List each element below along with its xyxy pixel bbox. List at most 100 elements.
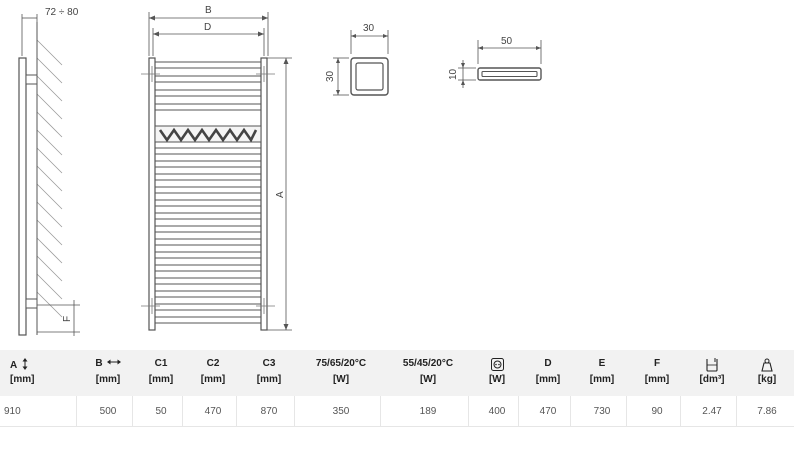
column-header-label: A [10, 358, 82, 373]
table-cell-f: 90 [651, 406, 663, 417]
column-divider [294, 396, 295, 426]
column-unit-label: [mm] [256, 374, 282, 385]
column-divider [236, 396, 237, 426]
table-cell-p55: 189 [419, 406, 437, 417]
column-header-v: [dm³] [684, 350, 740, 396]
dimension-F-label: F [62, 316, 73, 322]
table-cell-p75: 350 [332, 406, 350, 417]
table-cell-pe: 400 [488, 406, 506, 417]
column-divider [570, 396, 571, 426]
column-header-text: D [544, 358, 552, 369]
column-header-w: [kg] [740, 350, 794, 396]
square-profile-outer [350, 57, 389, 96]
column-unit-label: [W] [488, 374, 506, 385]
column-divider [76, 396, 77, 426]
column-header-c1: C1 [mm] [136, 350, 186, 396]
column-unit-label: [W] [332, 374, 350, 385]
table-cell-c3: 870 [260, 406, 278, 417]
column-divider [736, 396, 737, 426]
dimension-D-label: D [204, 22, 211, 33]
column-unit-label: [mm] [95, 374, 121, 385]
top-bracket [25, 74, 38, 85]
side-view [18, 14, 80, 336]
column-divider [380, 396, 381, 426]
vertical-arrows-icon [21, 358, 29, 373]
electric-heater-icon [490, 358, 504, 374]
table-bottom-divider [0, 426, 794, 427]
heating-coil [158, 127, 258, 143]
table-cell-e: 730 [593, 406, 611, 417]
column-unit-label: [mm] [200, 374, 226, 385]
flat-profile-width-label: 50 [501, 36, 513, 47]
column-header-text: F [653, 358, 661, 369]
column-header-text: E [598, 358, 606, 369]
square-profile-inner [355, 62, 384, 91]
column-header-text: C1 [154, 358, 168, 369]
column-unit-label: [mm] [535, 374, 561, 385]
column-header-text: 75/65/20°C [315, 358, 367, 369]
radiator-side-profile [18, 57, 27, 336]
water-volume-icon [706, 358, 718, 375]
column-header-label: F [630, 358, 684, 369]
left-post [148, 57, 156, 331]
column-header-text: 55/45/20°C [402, 358, 454, 369]
bottom-bracket [25, 298, 38, 309]
column-unit-label: [mm] [589, 374, 615, 385]
table-cell-c2: 470 [204, 406, 222, 417]
column-header-d: D [mm] [522, 350, 574, 396]
column-header-label: 55/45/20°C [384, 358, 472, 369]
column-divider [182, 396, 183, 426]
horizontal-arrows-icon [106, 358, 121, 369]
table-header-row: A[mm]B[mm]C1[mm]C2[mm]C3[mm]75/65/20°C[W… [0, 350, 794, 396]
table-cell-b: 500 [99, 406, 117, 417]
table-cell-a: 910 [4, 406, 21, 417]
column-header-a: A[mm] [10, 350, 82, 396]
right-post [260, 57, 268, 331]
specification-table: A[mm]B[mm]C1[mm]C2[mm]C3[mm]75/65/20°C[W… [0, 342, 794, 452]
flat-profile-inner [481, 70, 538, 78]
table-cell-c1: 50 [155, 406, 167, 417]
column-header-label: B [80, 358, 136, 369]
column-header-label: C3 [240, 358, 298, 369]
table-cell-w: 7.86 [757, 406, 777, 417]
flat-profile-section [458, 40, 542, 88]
column-header-text: A [10, 360, 18, 372]
column-header-text: C2 [206, 358, 220, 369]
column-header-p55: 55/45/20°C [W] [384, 350, 472, 396]
column-unit-label: [dm³] [699, 374, 725, 385]
square-profile-width-label: 30 [363, 23, 375, 34]
column-header-c3: C3 [mm] [240, 350, 298, 396]
flat-profile-height-label: 10 [448, 68, 459, 80]
wall-hatching [36, 39, 63, 318]
column-header-e: E [mm] [574, 350, 630, 396]
column-header-label [684, 358, 740, 375]
column-header-label [472, 358, 522, 374]
table-cell-d: 470 [539, 406, 557, 417]
column-header-label: D [522, 358, 574, 369]
column-unit-label: [kg] [757, 374, 777, 385]
column-header-text: B [95, 358, 103, 370]
dimension-B-label: B [205, 5, 212, 16]
weight-icon [760, 358, 774, 375]
column-header-b: B [mm] [80, 350, 136, 396]
column-header-label: C1 [136, 358, 186, 369]
column-header-label: E [574, 358, 630, 369]
column-divider [468, 396, 469, 426]
column-header-p75: 75/65/20°C [W] [298, 350, 384, 396]
column-header-pe: [W] [472, 350, 522, 396]
table-row: 910 500 50 470 870 350 189 400 470 730 90 2.47 7.86 [0, 396, 794, 426]
column-divider [626, 396, 627, 426]
column-unit-label: [W] [419, 374, 437, 385]
dimension-A-label: A [275, 191, 286, 198]
column-header-c2: C2 [mm] [186, 350, 240, 396]
square-profile-section [333, 30, 389, 96]
table-cell-v: 2.47 [702, 406, 722, 417]
column-unit-label: [mm] [148, 374, 174, 385]
column-header-label [740, 358, 794, 375]
column-unit-label: [mm] [644, 374, 670, 385]
square-profile-height-label: 30 [325, 70, 336, 82]
column-divider [132, 396, 133, 426]
wall-offset-label: 72 ÷ 80 [45, 7, 79, 18]
column-header-label: 75/65/20°C [298, 358, 384, 369]
column-header-label: C2 [186, 358, 240, 369]
